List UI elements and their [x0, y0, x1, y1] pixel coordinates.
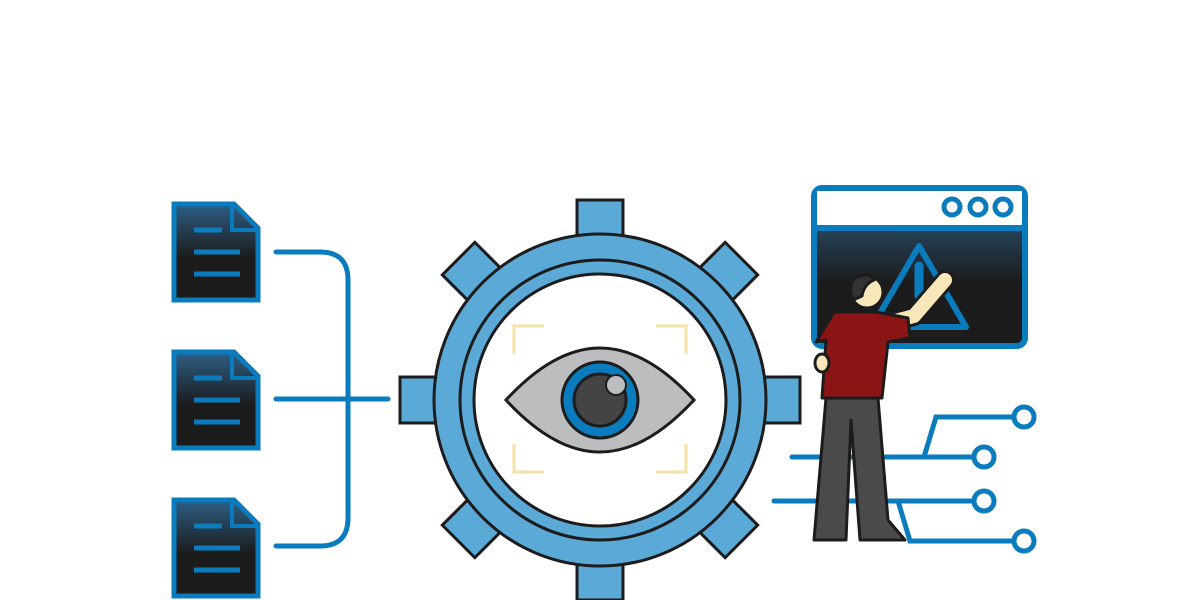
document-icon	[171, 201, 261, 303]
document-icon	[171, 497, 261, 599]
document-connectors	[273, 249, 391, 549]
window-dot	[941, 196, 1014, 218]
gear-icon	[398, 198, 802, 600]
focus-frame	[512, 324, 688, 474]
circuit-lines	[771, 414, 1016, 544]
document-icon	[171, 349, 261, 451]
person-icon	[812, 270, 955, 542]
eye-icon	[503, 346, 697, 454]
circuit-node	[971, 404, 1037, 554]
